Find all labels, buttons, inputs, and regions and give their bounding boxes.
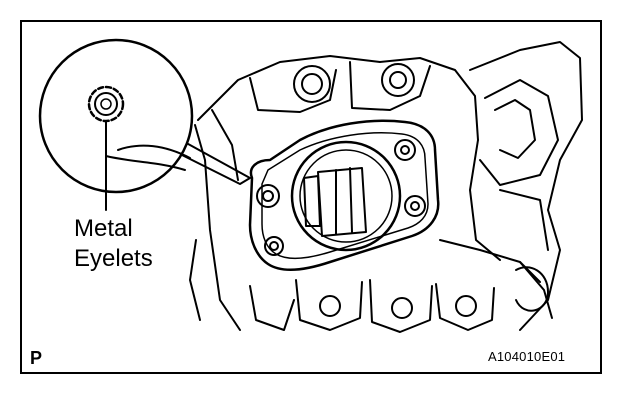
- flange-eyelets: [256, 139, 426, 256]
- engine-block-outline: [189, 41, 583, 333]
- metal-eyelets-label-line2: Eyelets: [74, 245, 153, 272]
- background-bolts: [293, 63, 477, 319]
- flange-plate: [248, 119, 440, 271]
- magnify-callout: [38, 38, 251, 194]
- corner-letter: P: [30, 348, 43, 368]
- metal-eyelets-label: Metal Eyelets: [74, 214, 153, 274]
- metal-eyelets-label-line1: Metal: [74, 215, 133, 242]
- figure-id: A104010E01: [488, 349, 566, 364]
- center-opening: [290, 140, 402, 252]
